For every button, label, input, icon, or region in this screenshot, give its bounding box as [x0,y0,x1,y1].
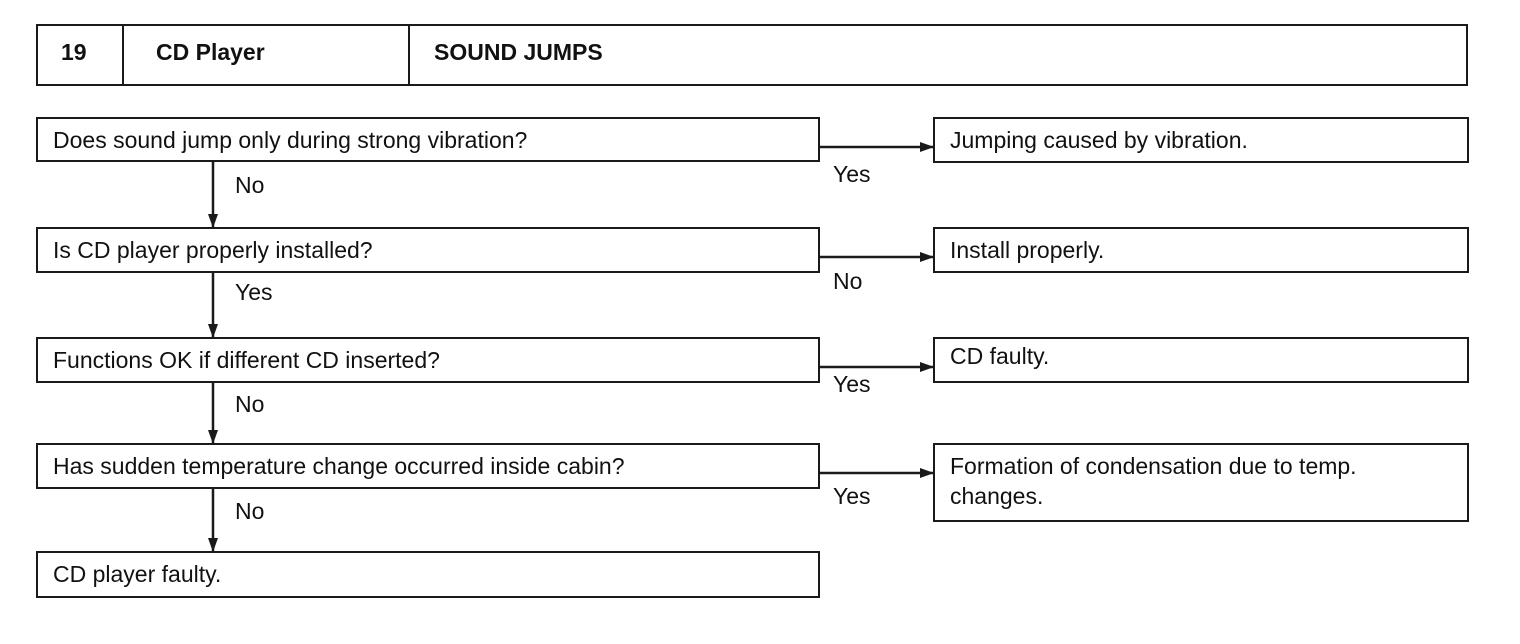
result-box-2: Install properly. [933,227,1469,273]
question-box-1: Does sound jump only during strong vibra… [36,117,820,162]
result-box-1: Jumping caused by vibration. [933,117,1469,163]
question-box-2: Is CD player properly installed? [36,227,820,273]
result-box-3: CD faulty. [933,337,1469,383]
result-box-4: Formation of condensation due to temp. c… [933,443,1469,522]
next-label-4: No [235,498,265,524]
question-box-4: Has sudden temperature change occurred i… [36,443,820,489]
branch-label-3: Yes [833,371,871,397]
question-text: Has sudden temperature change occurred i… [53,453,625,479]
header-divider [408,26,410,84]
header-divider [122,26,124,84]
question-box-3: Functions OK if different CD inserted? [36,337,820,383]
component-name: CD Player [156,39,265,65]
branch-label-2: No [833,268,863,294]
next-label-3: No [235,391,265,417]
result-text: Jumping caused by vibration. [950,127,1248,153]
title-bar: 19 CD Player SOUND JUMPS [36,24,1468,86]
result-text: Install properly. [950,237,1105,263]
procedure-number: 19 [61,39,87,65]
next-label-1: No [235,172,265,198]
question-text: Functions OK if different CD inserted? [53,347,440,373]
final-text: CD player faulty. [53,561,222,587]
result-text: Formation of condensation due to temp. c… [950,453,1357,509]
question-text: Is CD player properly installed? [53,237,373,263]
next-label-2: Yes [235,279,273,305]
symptom-title: SOUND JUMPS [434,39,603,65]
question-text: Does sound jump only during strong vibra… [53,127,528,153]
result-text: CD faulty. [950,343,1050,369]
branch-label-4: Yes [833,483,871,509]
final-box: CD player faulty. [36,551,820,598]
branch-label-1: Yes [833,161,871,187]
